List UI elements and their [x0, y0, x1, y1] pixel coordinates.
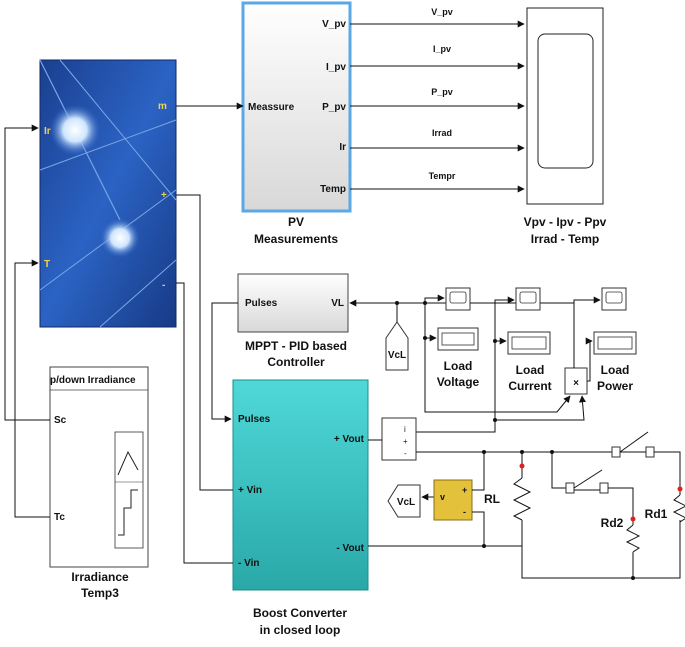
- pv-array-block[interactable]: Ir T m + -: [39, 59, 177, 328]
- junction-dot: [423, 336, 427, 340]
- measure-out-vpv: V_pv: [322, 19, 346, 30]
- current-sensor-mark-i: i: [404, 425, 406, 434]
- irradiance-title: p/down Irradiance: [50, 375, 136, 386]
- mppt-controller-block[interactable]: Pulses VL: [237, 273, 349, 333]
- goto-vcl-label: VcL: [388, 350, 406, 361]
- main-scope-block[interactable]: [526, 7, 604, 205]
- junction-dot: [395, 301, 399, 305]
- load-power-label-1: Load: [601, 363, 630, 377]
- junction-dot: [493, 418, 497, 422]
- resistor-rd1[interactable]: [672, 494, 685, 523]
- signal-label-tempr: Tempr: [429, 171, 456, 181]
- rd1-positive-marker: [677, 486, 683, 492]
- pv-port-m: m: [158, 101, 167, 112]
- current-measurement-block[interactable]: i + -: [381, 417, 417, 461]
- current-sensor-mark-plus: +: [403, 437, 408, 446]
- rd2-positive-marker: [630, 516, 636, 522]
- voltmeter-port-v: v: [440, 492, 445, 502]
- pv-port-t: T: [44, 259, 50, 270]
- measure-out-ppv: P_pv: [322, 102, 346, 113]
- junction-dot: [550, 450, 554, 454]
- load-current-label-2: Current: [508, 379, 551, 393]
- signal-label-ipv: I_pv: [433, 44, 451, 54]
- scope-caption-1: Vpv - Ipv - Ppv: [524, 215, 607, 229]
- signal-label-vpv: V_pv: [431, 7, 453, 17]
- measure-caption-2: Measurements: [254, 232, 338, 246]
- load-voltage-scope[interactable]: [445, 287, 471, 311]
- signal-label-ppv: P_pv: [431, 87, 453, 97]
- pv-port-plus: +: [161, 190, 167, 201]
- irradiance-caption-2: Temp3: [81, 586, 119, 600]
- load-current-scope[interactable]: [515, 287, 541, 311]
- resistor-rl-label: RL: [484, 492, 500, 506]
- irradiance-caption-1: Irradiance: [71, 570, 129, 584]
- signal-label-irrad: Irrad: [432, 128, 452, 138]
- junction-dot: [493, 339, 497, 343]
- measure-caption-1: PV: [288, 215, 304, 229]
- irradiance-port-tc: Tc: [54, 512, 65, 523]
- rl-positive-marker: [519, 463, 525, 469]
- junction-dot: [482, 450, 486, 454]
- product-block[interactable]: ×: [564, 367, 588, 395]
- measure-out-temp: Temp: [320, 184, 346, 195]
- junction-dot: [520, 450, 524, 454]
- boost-port-pulses: Pulses: [238, 414, 271, 425]
- pv-port-minus: -: [162, 280, 165, 291]
- irradiance-port-sc: Sc: [54, 415, 67, 426]
- load-current-display[interactable]: [507, 331, 551, 355]
- boost-port-vout-plus: + Vout: [334, 434, 365, 445]
- load-voltage-label-2: Voltage: [437, 375, 480, 389]
- junction-dot: [482, 544, 486, 548]
- boost-caption-2: in closed loop: [260, 623, 341, 637]
- current-sensor-mark-minus: -: [404, 449, 407, 458]
- breaker-rd1[interactable]: [611, 431, 655, 458]
- pv-measurements-block[interactable]: Meassure V_pv I_pv P_pv Ir Temp: [241, 1, 352, 213]
- boost-port-vin-minus: - Vin: [238, 558, 259, 569]
- breaker-rd2[interactable]: [565, 469, 609, 494]
- measure-inport-label: Meassure: [248, 102, 295, 113]
- load-current-label-1: Load: [516, 363, 545, 377]
- load-power-display[interactable]: [593, 331, 637, 355]
- resistor-rd2[interactable]: [625, 524, 641, 560]
- measure-out-ipv: I_pv: [326, 62, 346, 73]
- goto-vcl-tag[interactable]: VcL: [385, 321, 409, 371]
- boost-port-vin-plus: + Vin: [238, 485, 262, 496]
- boost-caption-1: Boost Converter: [253, 606, 347, 620]
- resistor-rd1-label: Rd1: [645, 507, 668, 521]
- mppt-port-vl: VL: [331, 298, 344, 309]
- product-symbol: ×: [573, 378, 579, 389]
- measure-out-ir: Ir: [339, 142, 346, 153]
- from-vcl-tag[interactable]: VcL: [387, 484, 421, 518]
- load-voltage-display[interactable]: [437, 327, 479, 351]
- voltmeter-port-plus: +: [462, 485, 467, 495]
- boost-port-vout-minus: - Vout: [336, 543, 364, 554]
- voltage-measurement-block[interactable]: v + -: [433, 479, 473, 521]
- boost-converter-block[interactable]: Pulses + Vin - Vin + Vout - Vout: [232, 379, 369, 591]
- junction-dot: [631, 576, 635, 580]
- resistor-rd2-label: Rd2: [601, 516, 624, 530]
- mppt-caption-2: Controller: [267, 355, 325, 369]
- mppt-port-pulses: Pulses: [245, 298, 278, 309]
- pv-port-ir: Ir: [44, 126, 51, 137]
- load-power-label-2: Power: [597, 379, 633, 393]
- irradiance-temp-block[interactable]: p/down Irradiance Sc Tc: [49, 366, 149, 568]
- load-voltage-label-1: Load: [444, 359, 473, 373]
- from-vcl-label: VcL: [397, 497, 415, 508]
- load-power-scope[interactable]: [601, 287, 627, 311]
- voltmeter-port-minus: -: [463, 507, 466, 517]
- scope-caption-2: Irrad - Temp: [531, 232, 599, 246]
- mppt-caption-1: MPPT - PID based: [245, 339, 347, 353]
- junction-dot: [423, 301, 427, 305]
